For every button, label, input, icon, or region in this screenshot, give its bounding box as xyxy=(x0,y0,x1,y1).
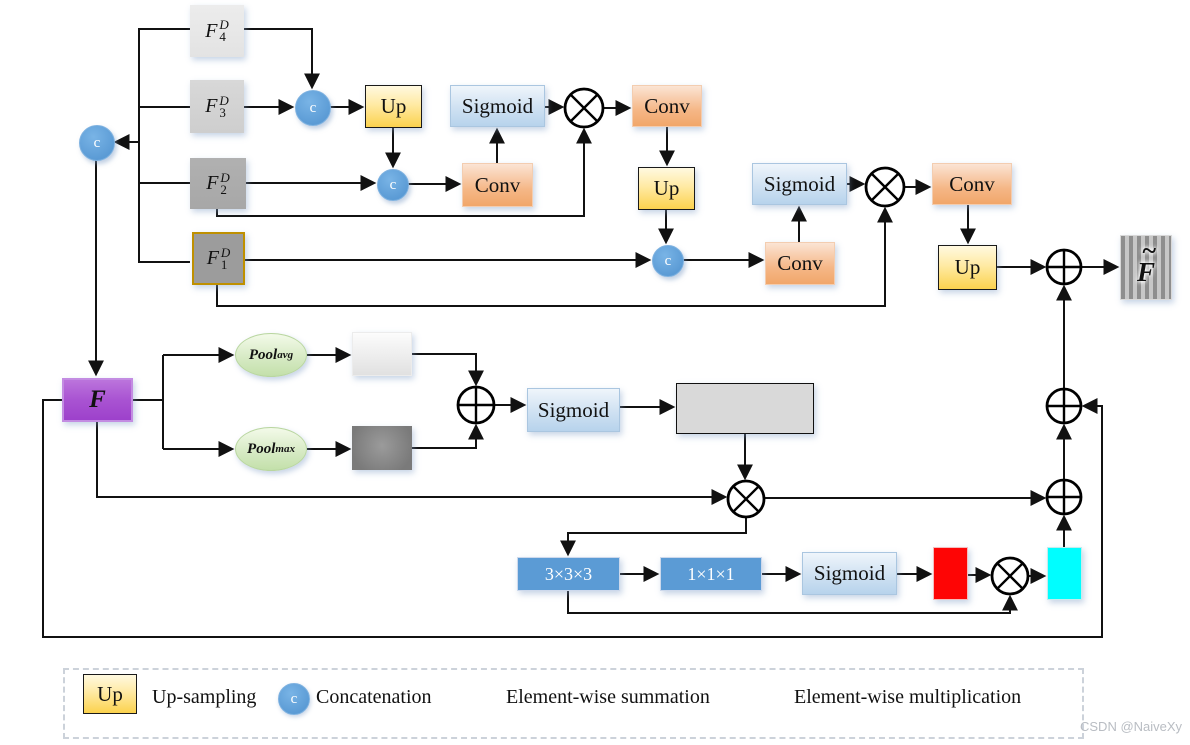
multiply-node-2 xyxy=(864,166,906,208)
pool-avg-sub: avg xyxy=(277,349,294,361)
conv1x1x1-block: 1×1×1 xyxy=(660,557,762,591)
pool-avg-base: Pool xyxy=(248,346,278,363)
sum-node-output xyxy=(1045,248,1083,286)
avgpool-feature-map xyxy=(352,332,412,376)
legend-up-symbol: Up xyxy=(97,681,123,706)
conv-block-1: Conv xyxy=(462,163,533,207)
concat-node-top: c xyxy=(295,90,331,126)
maxpool-feature-map xyxy=(352,426,412,470)
concat-node-low: c xyxy=(652,245,684,277)
concat-letter: c xyxy=(93,134,101,151)
conv-block-2: Conv xyxy=(632,85,702,127)
multiply-node-1 xyxy=(563,87,605,129)
conv-label: Conv xyxy=(474,172,521,197)
legend-concat-label: Concatenation xyxy=(316,686,432,708)
up-label: Up xyxy=(954,255,981,279)
pool-max-sub: max xyxy=(275,443,295,455)
f2-sup: D xyxy=(220,169,230,185)
f3-sup: D xyxy=(219,92,229,108)
f4-sup: D xyxy=(219,17,229,32)
output-feature-block: ~F xyxy=(1120,235,1172,300)
spatial-attention-map xyxy=(933,547,968,600)
multiply-node-3 xyxy=(726,479,766,519)
f4-base: F xyxy=(205,19,218,42)
fused-feature-block: F xyxy=(62,378,133,422)
conv-block-3: Conv xyxy=(765,242,835,285)
output-base: F xyxy=(1136,257,1155,287)
conv-label: Conv xyxy=(949,171,995,196)
f3-base: F xyxy=(205,95,218,117)
f1-sub: 1 xyxy=(220,256,228,272)
refined-feature-block xyxy=(1047,547,1082,600)
watermark: CSDN @NaiveXy xyxy=(1080,719,1183,734)
channel-attention-map xyxy=(676,383,814,434)
sigmoid-block-2: Sigmoid xyxy=(752,163,847,205)
sum-node-mid xyxy=(1045,387,1083,425)
conv-label: Conv xyxy=(777,251,823,275)
conv1x1x1-label: 1×1×1 xyxy=(687,563,735,584)
legend-concat-icon: c xyxy=(278,683,310,715)
f1-sup: D xyxy=(220,244,231,260)
up-label: Up xyxy=(653,176,680,200)
upsample-block-3: Up xyxy=(938,245,997,290)
sigmoid-label: Sigmoid xyxy=(813,561,886,585)
concat-node-mid: c xyxy=(377,169,409,201)
legend-up-icon: Up xyxy=(83,674,137,714)
sigmoid-label: Sigmoid xyxy=(763,171,836,196)
sigmoid-block-3: Sigmoid xyxy=(527,388,620,432)
sum-node-channel xyxy=(456,385,496,425)
legend-up-label: Up-sampling xyxy=(152,686,257,708)
sum-nodes xyxy=(456,248,1083,516)
arrow-lines xyxy=(42,28,1120,638)
legend-box xyxy=(63,668,1084,739)
conv3x3x3-block: 3×3×3 xyxy=(517,557,620,591)
f3-sub: 3 xyxy=(219,104,226,120)
pool-max-base: Pool xyxy=(247,440,276,457)
plain-lines xyxy=(133,28,190,449)
sigmoid-block-1: Sigmoid xyxy=(450,85,545,127)
output-tilde: ~ xyxy=(1141,236,1157,265)
f2-base: F xyxy=(206,172,219,194)
sigmoid-label: Sigmoid xyxy=(461,93,534,118)
sum-node-lower xyxy=(1045,478,1083,516)
legend-concat-symbol: c xyxy=(290,690,298,707)
upsample-block-2: Up xyxy=(638,167,695,210)
conv3x3x3-label: 3×3×3 xyxy=(544,563,593,584)
legend-multiply-label: Element-wise multiplication xyxy=(794,686,1022,708)
multiply-node-4 xyxy=(990,556,1030,596)
concat-letter: c xyxy=(389,176,397,193)
fused-feature-label: F xyxy=(89,386,106,413)
upsample-block-1: Up xyxy=(365,85,422,128)
f1-base: F xyxy=(206,247,219,269)
up-label: Up xyxy=(380,94,407,118)
f2-sub: 2 xyxy=(220,181,227,197)
legend-sum-label: Element-wise summation xyxy=(506,686,710,708)
sigmoid-label: Sigmoid xyxy=(537,397,610,422)
concat-node-left: c xyxy=(79,125,115,161)
concat-letter: c xyxy=(664,252,672,269)
conv-label: Conv xyxy=(644,93,690,118)
concat-letter: c xyxy=(309,99,317,116)
sigmoid-block-4: Sigmoid xyxy=(802,552,897,595)
f4-sub: 4 xyxy=(219,29,226,44)
conv-block-4: Conv xyxy=(932,163,1012,205)
